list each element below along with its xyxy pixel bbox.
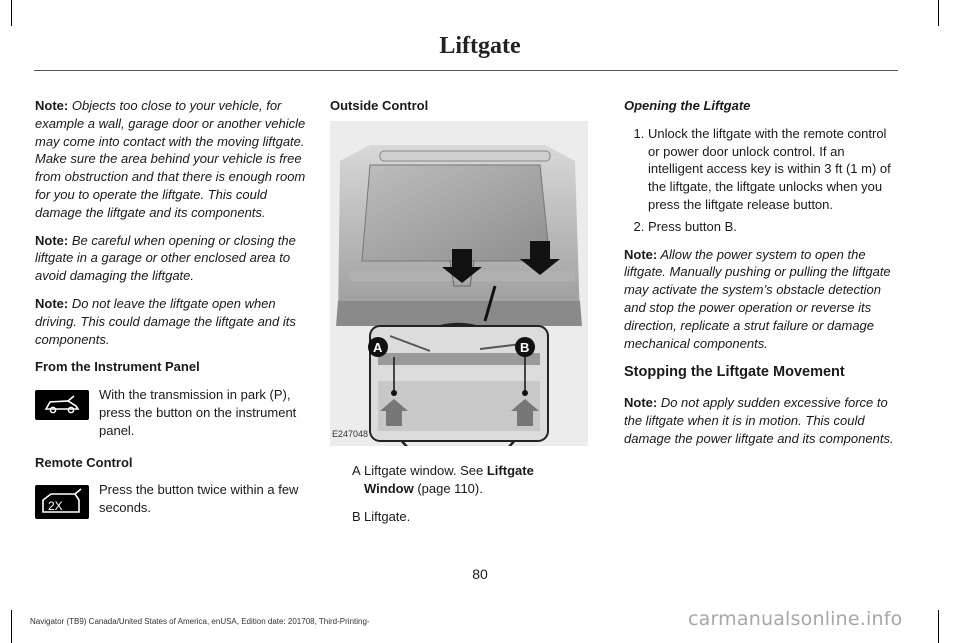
footer-edition: Navigator (TB9) Canada/United States of … bbox=[30, 617, 370, 626]
crop-mark-bottom-right bbox=[938, 610, 939, 643]
note-label: Note: bbox=[624, 246, 658, 262]
liftgate-figure: A B E247048 bbox=[330, 120, 588, 446]
legend-text: Liftgate. bbox=[364, 509, 411, 525]
watermark: carmanualsonline.info bbox=[688, 608, 903, 630]
arrow-up-b-icon bbox=[511, 398, 539, 426]
heading-instrument-panel: From the Instrument Panel bbox=[35, 359, 200, 375]
note-objects: Note: Objects too close to your vehicle,… bbox=[35, 97, 307, 222]
header-rule bbox=[34, 70, 898, 71]
note-text: Do not leave the liftgate open when driv… bbox=[35, 295, 296, 347]
remote-icon-label: 2X bbox=[48, 499, 63, 513]
legend-row-b: B Liftgate. bbox=[330, 508, 590, 526]
heading-stopping-liftgate: Stopping the Liftgate Movement bbox=[624, 364, 845, 381]
liftgate-window-link[interactable]: Liftgate Window bbox=[364, 462, 534, 496]
heading-opening-liftgate: Opening the Liftgate bbox=[624, 98, 751, 113]
legend-key: B bbox=[352, 509, 361, 525]
heading-remote-control: Remote Control bbox=[35, 454, 133, 470]
remote-control-row: 2X Press the button twice within a few s… bbox=[35, 481, 307, 520]
callout-b: B bbox=[520, 340, 529, 355]
column-1: Note: Objects too close to your vehicle,… bbox=[35, 97, 307, 531]
opening-steps: Unlock the liftgate with the remote cont… bbox=[624, 125, 894, 236]
note-label: Note: bbox=[35, 98, 69, 113]
callout-a: A bbox=[373, 340, 383, 355]
step-item: Unlock the liftgate with the remote cont… bbox=[648, 125, 894, 214]
legend-row-a: A Liftgate window. See Liftgate Window (… bbox=[330, 462, 590, 498]
liftgate-illustration: A B bbox=[330, 120, 588, 446]
note-text: Do not apply sudden excessive force to t… bbox=[624, 395, 894, 446]
note-text: Objects too close to your vehicle, for e… bbox=[35, 98, 306, 220]
note-power-system: Note: Allow the power system to open the… bbox=[624, 246, 894, 353]
note-excessive-force: Note: Do not apply sudden excessive forc… bbox=[624, 394, 894, 447]
instrument-panel-row: With the transmission in park (P), press… bbox=[35, 386, 307, 439]
arrow-window-icon bbox=[442, 248, 482, 283]
page-number: 80 bbox=[472, 566, 488, 582]
note-text: Allow the power system to open the liftg… bbox=[624, 246, 891, 351]
note-text: Be careful when opening or closing the l… bbox=[35, 232, 296, 284]
note-label: Note: bbox=[624, 395, 658, 411]
figure-legend: A Liftgate window. See Liftgate Window (… bbox=[330, 462, 590, 526]
callout-b-icon bbox=[515, 336, 535, 357]
remote-liftgate-icon: 2X bbox=[35, 485, 89, 520]
crop-mark-bottom-left bbox=[11, 610, 12, 643]
note-label: Note: bbox=[35, 232, 69, 248]
callout-a-icon bbox=[368, 336, 388, 357]
arrow-up-a-icon bbox=[380, 398, 408, 426]
figure-code: E247048 bbox=[332, 429, 369, 439]
heading-outside-control: Outside Control bbox=[330, 98, 429, 113]
crop-mark-top-right bbox=[938, 0, 939, 26]
step-item: Press button B. bbox=[648, 218, 894, 236]
column-3: Opening the Liftgate Unlock the liftgate… bbox=[624, 97, 894, 458]
column-2: Outside Control bbox=[330, 97, 590, 537]
note-garage: Note: Be careful when opening or closing… bbox=[35, 232, 307, 285]
crop-mark-top-left bbox=[11, 0, 12, 26]
note-driving: Note: Do not leave the liftgate open whe… bbox=[35, 295, 307, 348]
legend-key: A bbox=[352, 462, 361, 478]
instrument-panel-text: With the transmission in park (P), press… bbox=[99, 387, 297, 438]
liftgate-button-icon bbox=[35, 390, 89, 421]
legend-text: Liftgate window. See Liftgate Window (pa… bbox=[364, 462, 534, 496]
remote-control-text: Press the button twice within a few seco… bbox=[99, 482, 299, 516]
page-title: Liftgate bbox=[439, 33, 521, 59]
note-label: Note: bbox=[35, 295, 69, 311]
arrow-liftgate-icon bbox=[520, 240, 560, 275]
